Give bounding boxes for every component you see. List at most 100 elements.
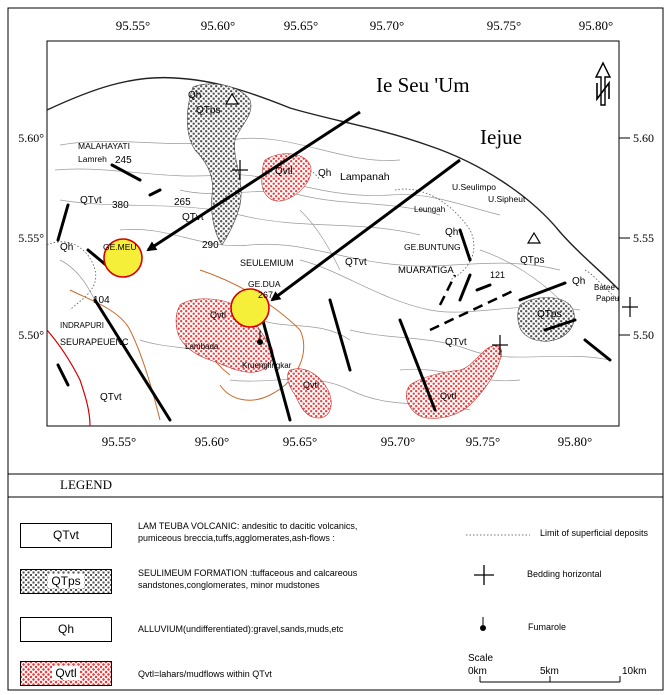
unit-qvtl-north: Qvtl [275,166,293,177]
unit-qvtl-4: QvtI [440,391,457,401]
place-seurapeuenc: SEURAPEUENC [60,337,129,347]
legend-bedding-label: Bedding horizontal [527,569,602,579]
elevation-labels: 245 380 265 290 104 121 267 [93,155,505,306]
unit-qtps-east: QTps [537,309,561,320]
scale-10km: 10km [622,666,647,677]
callout-ie-seu-um-arrow [146,110,361,252]
lat-ticks-left: 5.60° 5.55° 5.50° [18,131,44,342]
peak-triangle-north [224,92,240,105]
lat-tick-left-1: 5.60° [18,131,44,145]
callout-iejue-circle [230,288,270,328]
place-lambada: Lambada [185,342,219,351]
place-indrapuri: INDRAPURI [60,321,104,330]
place-ge-meu: GE.MEU [103,242,137,252]
legend-qtps-box: QTps [20,569,112,594]
unit-qh-north: Qh [188,90,201,101]
place-papeu: Papeu [596,294,619,303]
map-frame [46,40,620,427]
lon-tick-top-2: 95.60° [201,18,235,33]
scale-bar [479,676,621,683]
lat-tick-left-2: 5.55° [18,231,44,245]
place-ge-dua: GE.DUA [248,279,281,289]
lat-ticks-right: 5.60 5.55 5.50 [619,131,654,342]
elevation-121: 121 [490,270,505,280]
elevation-380: 380 [112,200,129,211]
legend-qh-desc: ALLUVIUM(undifferentiated):gravel,sands,… [138,624,344,634]
place-u-seulimpo: U.Seulimpo [452,182,496,192]
scale-0km: 0km [468,666,487,677]
lat-tick-left-3: 5.50° [18,328,44,342]
place-u-sipheut: U.Sipheut [488,194,526,204]
legend-qtps-desc: SEULIMEUM FORMATION :tuffaceous and calc… [138,568,358,590]
fumarole-marker [257,330,263,345]
lat-tick-right-2: 5.55 [633,231,654,245]
unit-qvtl-lambada: Qvtl [210,310,226,320]
unit-qtps-east-label: QTps [520,255,544,266]
faults [56,163,612,422]
lon-tick-bottom-3: 95.65° [283,434,317,449]
unit-labels: Qh QTps Qvtl Qh QTvt QTvt Qh QTvt Qh QTp… [60,90,585,403]
elevation-267: 267 [258,290,273,300]
north-arrow [594,61,612,106]
legend-limit-label: Limit of superficial deposits [540,528,649,538]
lon-tick-top-5: 95.75° [487,18,521,33]
legend-qtvt-box: QTvt [20,523,112,548]
coastline [46,76,620,291]
legend-qtvt-desc: LAM TEUBA VOLCANIC: andesitic to dacitic… [138,521,358,543]
legend-title: LEGEND [60,477,112,492]
legend-fumarole-symbol [480,617,486,631]
callout-iejue-label: Iejue [480,125,522,149]
place-ge-buntung: GE.BUNTUNG [404,242,461,252]
lon-ticks-bottom: 95.55° 95.60° 95.65° 95.70° 95.75° 95.80… [102,434,592,449]
elevation-290: 290 [202,240,219,251]
place-malahayati: MALAHAYATI [78,141,130,151]
unit-qtvt-center: QTvt [182,212,204,223]
legend-qtps-label: QTps [48,574,84,588]
unit-qh-east: Qh [572,276,585,287]
lat-tick-right-3: 5.50 [633,328,654,342]
scale-5km: 5km [540,666,559,677]
unit-qh-lampanah: Qh [318,168,331,179]
unit-qtvt-south: QTvt [445,337,467,348]
lon-tick-bottom-6: 95.80° [558,434,592,449]
qvtl-area-1 [261,153,312,202]
callout-ie-seu-um-circle [103,238,143,278]
callout-ie-seu-um-label: Ie Seu 'Um [376,73,470,97]
legend-qvtl-desc: Qvtl=lahars/mudflows within QTvt [138,669,272,679]
unit-qh-buntung: Qh [445,227,458,238]
legend-qvtl-box: Qvtl [20,661,112,686]
bedding-symbol [232,160,638,355]
place-lamreh: Lamreh [78,154,107,164]
place-leungah: Leungah [414,205,445,214]
place-muaratiga: MUARATIGA [398,265,454,276]
place-kruenglingkar: Kruenglingkar [242,361,292,370]
legend-bedding-symbol [474,565,494,585]
callout-iejue-arrow [270,158,461,302]
lon-tick-bottom-2: 95.60° [195,434,229,449]
place-seulemium: SEULEMIUM [240,258,294,268]
lon-tick-top-3: 95.65° [284,18,318,33]
lat-tick-right-1: 5.60 [633,131,654,145]
unit-qh-west: Qh [60,242,73,253]
lon-ticks-top: 95.55° 95.60° 95.65° 95.70° 95.75° 95.80… [116,18,613,33]
lon-tick-top-6: 95.80° [579,18,613,33]
legend-qvtl-label: Qvtl [52,666,80,680]
lon-tick-top-4: 95.70° [370,18,404,33]
place-lampanah: Lampanah [340,171,390,183]
legend-qh-box: Qh [20,617,112,642]
contact-line [46,329,91,427]
lon-tick-bottom-5: 95.75° [466,434,500,449]
place-batee: Batee [594,283,615,292]
qtps-area-east [517,297,575,342]
inferred-faults [429,274,516,332]
qvtl-area-3 [287,368,332,419]
legend-fumarole-label: Fumarole [528,622,567,632]
elevation-104: 104 [93,295,110,306]
lon-tick-bottom-1: 95.55° [102,434,136,449]
elevation-245: 245 [115,155,132,166]
place-labels: MALAHAYATI Lamreh Lampanah U.Seulimpo U.… [60,141,619,370]
elevation-265: 265 [174,197,191,208]
qtps-area-north [186,83,252,246]
peak-triangle-east [526,231,542,244]
